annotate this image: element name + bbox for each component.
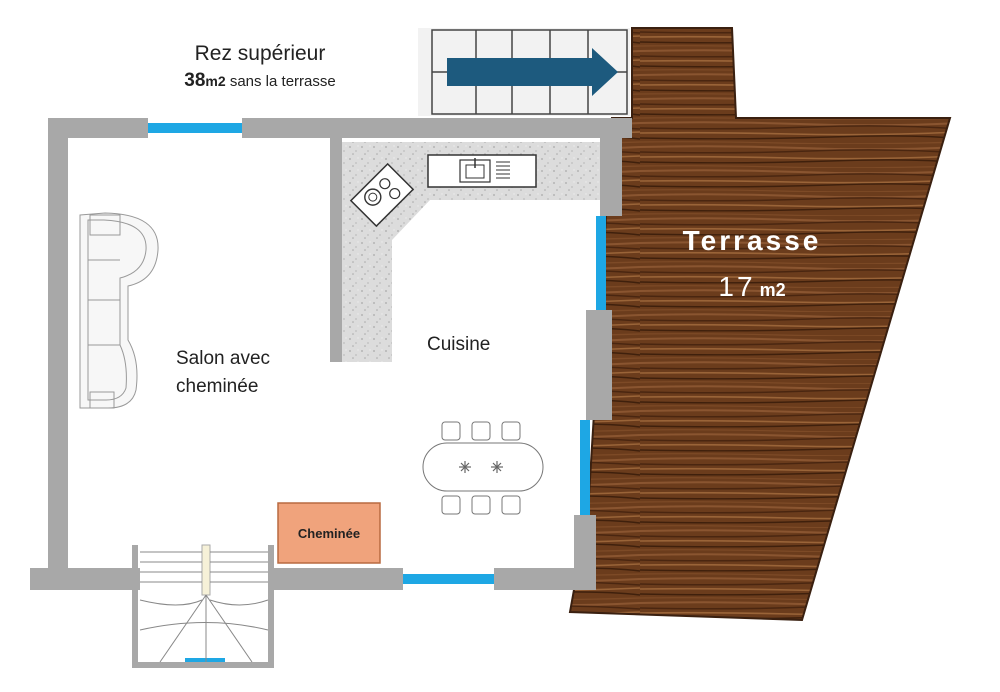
walls [30, 118, 632, 590]
sink-icon [427, 154, 537, 188]
dining-table-icon [422, 421, 544, 515]
window-right-2 [580, 420, 590, 515]
upper-stair [418, 28, 630, 116]
level-header: Rez supérieur 38m2 sans la terrasse [150, 42, 370, 92]
salon-label-line1: Salon avec [176, 348, 270, 369]
terrace-area-unit: m2 [760, 280, 786, 300]
sofa-icon [79, 212, 159, 409]
level-area: 38m2 sans la terrasse [150, 70, 370, 92]
window-right-1 [596, 216, 606, 310]
terrace-label: Terrasse [683, 225, 822, 256]
cooktop-icon [349, 162, 415, 228]
window-bottom [403, 574, 494, 584]
cuisine-label: Cuisine [427, 334, 490, 355]
lower-stair [132, 544, 274, 668]
area-value: 38 [184, 70, 206, 91]
stair-arrow-icon [447, 48, 618, 96]
area-note: sans la terrasse [229, 73, 336, 90]
fireplace [277, 502, 381, 564]
terrace-area-value: 17 [718, 271, 755, 302]
window-top [148, 123, 242, 133]
salon-label-line2: cheminée [176, 376, 258, 397]
level-name: Rez supérieur [194, 42, 326, 65]
plant-icon [459, 461, 503, 473]
terrace-deck [568, 27, 952, 622]
fireplace-label: Cheminée [298, 526, 360, 541]
area-unit: m2 [205, 73, 226, 89]
